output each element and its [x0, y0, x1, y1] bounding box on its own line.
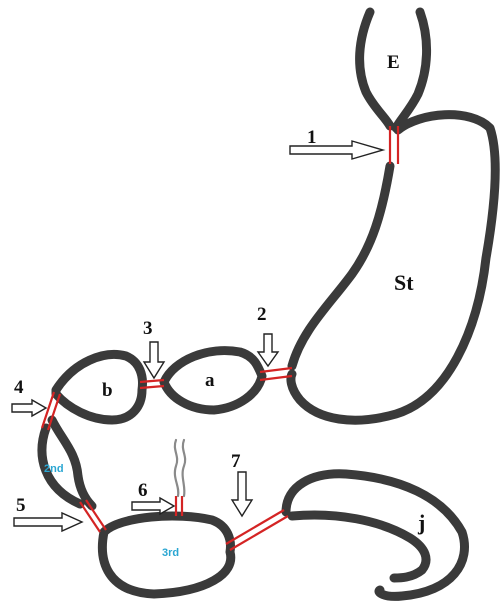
stomach-outline — [291, 115, 495, 420]
marker-3-label: 3 — [143, 318, 153, 339]
third-part-label: 3rd — [162, 547, 179, 559]
marker-6-label: 6 — [138, 480, 148, 501]
segment-b-label: b — [102, 380, 113, 401]
sphincter-7 — [226, 510, 288, 550]
marker-2-arrow — [258, 334, 278, 366]
marker-7-arrow — [232, 472, 252, 516]
marker-7-label: 7 — [231, 451, 241, 472]
marker-1-arrow — [290, 141, 383, 159]
marker-1-label: 1 — [307, 127, 317, 148]
duct-line — [175, 440, 185, 496]
stomach-label: St — [394, 270, 414, 295]
marker-5-label: 5 — [16, 495, 26, 516]
segment-a-label: a — [205, 370, 215, 391]
marker-4-label: 4 — [14, 377, 24, 398]
marker-4-arrow — [12, 400, 46, 416]
marker-3-arrow — [144, 342, 164, 378]
esophagus-label: E — [387, 52, 400, 73]
second-part-label: 2nd — [44, 463, 64, 475]
segment-b-outline — [56, 354, 142, 420]
marker-2-label: 2 — [257, 304, 267, 325]
jejunum-outline — [286, 474, 465, 597]
jejunum-label: j — [417, 510, 425, 535]
